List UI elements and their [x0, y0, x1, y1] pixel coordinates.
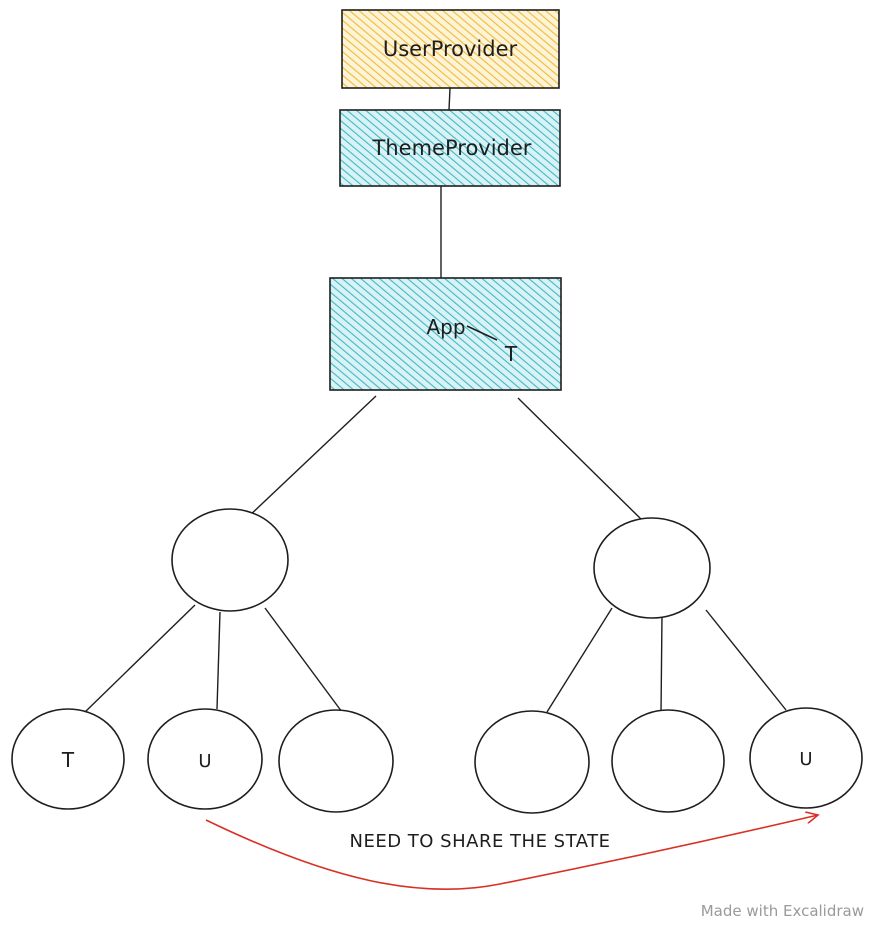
leaf-user-left-node: U [147, 708, 263, 810]
theme-provider-label: ThemeProvider [372, 136, 532, 160]
leaf-user-right-node: U [749, 707, 863, 809]
leaf-user-right-label: U [799, 749, 812, 770]
leaf-empty-right-2 [611, 709, 725, 813]
edge-right-child-to-leaf-empty-2 [660, 614, 663, 714]
user-provider-label: UserProvider [383, 37, 518, 61]
right-child-node [593, 517, 711, 619]
left-child-node [171, 508, 289, 612]
share-state-arrow [205, 815, 818, 891]
edge-left-child-to-leaf-u [216, 611, 221, 710]
leaf-empty-left [278, 709, 394, 813]
edge-left-child-to-leaf-t [83, 604, 196, 714]
edge-left-child-to-leaf-empty [264, 607, 343, 713]
leaf-user-left-label: U [198, 751, 211, 772]
leaf-theme-label: T [61, 748, 75, 772]
app-tag-label: T [504, 342, 518, 366]
excalidraw-watermark: Made with Excalidraw [701, 902, 864, 920]
edge-app-to-left-child [246, 395, 377, 519]
user-provider-node: UserProvider [341, 9, 560, 89]
app-tag-connector [466, 325, 498, 341]
share-state-annotation: NEED TO SHARE THE STATE [350, 831, 611, 852]
app-label: App [426, 315, 465, 339]
edge-right-child-to-leaf-empty-1 [546, 607, 613, 713]
edge-app-to-right-child [517, 397, 646, 524]
leaf-theme-node: T [11, 708, 125, 810]
theme-provider-node: ThemeProvider [339, 109, 561, 187]
leaf-empty-right-1 [474, 710, 590, 814]
edge-user-to-theme [448, 87, 451, 111]
edge-right-child-to-leaf-u [705, 609, 787, 711]
app-node: App T [329, 277, 562, 391]
